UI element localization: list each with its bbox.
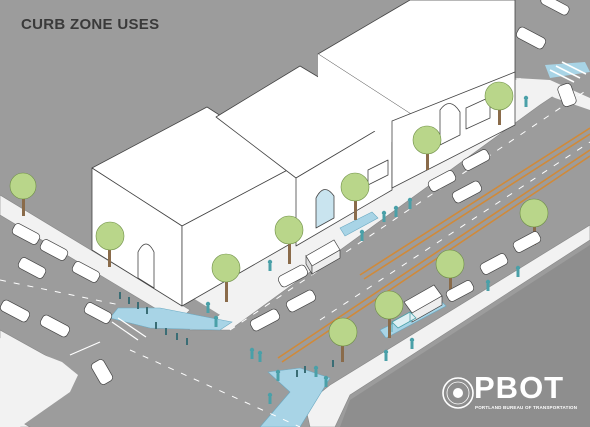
- bollards: [119, 292, 334, 377]
- delivery-truck: [305, 239, 341, 276]
- transit-shelter: [391, 311, 417, 332]
- car-icon: [277, 264, 309, 288]
- car-icon: [557, 83, 577, 107]
- block-lower-right: [340, 245, 590, 427]
- pedestrians: [205, 95, 529, 404]
- tree-icon: [211, 253, 241, 302]
- cars: [0, 0, 577, 385]
- pbot-seal-icon: [442, 377, 474, 409]
- tree-icon: [340, 172, 370, 220]
- tree-icon: [435, 249, 465, 295]
- car-icon: [512, 231, 542, 253]
- car-icon: [445, 280, 475, 302]
- crosswalk-right-top: [549, 61, 587, 83]
- car-icon: [17, 257, 47, 279]
- tree-icon: [274, 215, 304, 264]
- car-icon: [91, 359, 113, 385]
- car-icon: [249, 308, 281, 332]
- tree-icon: [9, 172, 37, 216]
- tree-icon: [412, 125, 442, 170]
- street-trees: [9, 81, 549, 362]
- curb-zone-corral: [339, 211, 379, 237]
- pbot-logo-subtitle: PORTLAND BUREAU OF TRANSPORTATION: [475, 405, 578, 410]
- tree-icon: [95, 221, 125, 267]
- tree-icon: [374, 290, 404, 338]
- crosswalk-left: [69, 317, 147, 356]
- diagram-title: CURB ZONE USES: [21, 16, 160, 33]
- car-icon: [0, 299, 31, 323]
- tree-icon: [328, 317, 358, 362]
- sidewalk-lower-left-corner: [0, 338, 78, 427]
- car-icon: [11, 223, 41, 245]
- car-icon: [285, 289, 317, 313]
- building-right: [317, 0, 516, 189]
- lane-dashes: [229, 87, 590, 331]
- car-icon: [39, 239, 69, 261]
- curb-zone-bottom-crossing: [259, 367, 331, 427]
- tree-icon: [484, 81, 514, 125]
- car-icon: [461, 149, 491, 171]
- car-icon: [83, 302, 113, 324]
- car-icon: [515, 26, 547, 50]
- car-icon: [39, 314, 71, 338]
- car-icon: [71, 261, 101, 283]
- car-icon: [451, 180, 483, 204]
- side-street-dashes: [0, 279, 301, 427]
- car-icon: [427, 170, 457, 192]
- car-icon: [540, 0, 570, 16]
- car-icon: [479, 253, 509, 275]
- pbot-logo-text: PBOT: [474, 370, 565, 405]
